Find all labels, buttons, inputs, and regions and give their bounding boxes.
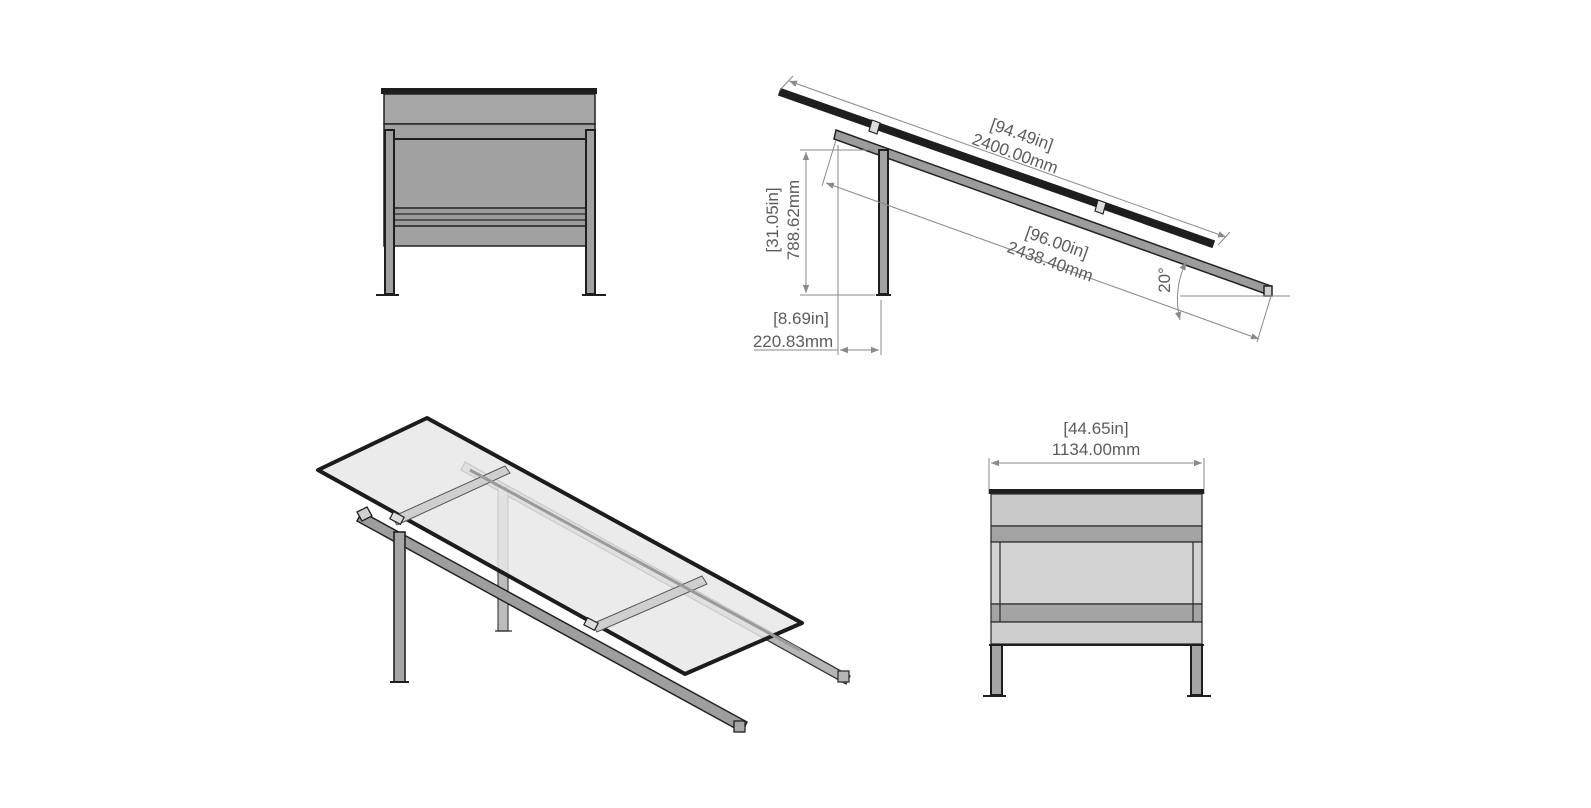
side-view: [94.49in] 2400.00mm [96.00in] 2438.40mm … [753, 75, 1290, 355]
panel-width-mm: 1134.00mm [1052, 440, 1141, 459]
side-rail-end-cap [1263, 285, 1273, 297]
front-panel-top-edge [381, 88, 597, 94]
leg-offset-inch: [8.69in] [773, 309, 829, 328]
rear-right-leg [1190, 644, 1203, 696]
rear-panel-upper-band [990, 493, 1203, 527]
iso-glass-panel [316, 416, 804, 676]
front-left-leg [384, 129, 395, 295]
rear-view: [44.65in] 1134.00mm [983, 419, 1211, 697]
iso-crossbar-upper [391, 465, 511, 526]
iso-clamp-1 [389, 510, 405, 526]
front-crossbar-mid [390, 207, 589, 227]
iso-front-rail-end [356, 506, 373, 522]
rear-panel-body [990, 541, 1203, 605]
iso-front-rail-cap [733, 720, 746, 733]
rear-panel-bottom [990, 621, 1203, 645]
leg-offset-mm: 220.83mm [753, 332, 833, 351]
panel-width-inch: [44.65in] [1063, 419, 1128, 438]
tilt-angle-label: 20° [1155, 267, 1174, 293]
rear-crossbar-upper [990, 525, 1203, 543]
iso-front-leg [393, 531, 406, 683]
front-panel-body [383, 123, 596, 247]
front-right-leg [585, 129, 596, 295]
rear-crossbar-lower [990, 603, 1203, 623]
rear-panel-top-edge [989, 489, 1204, 494]
front-view [376, 88, 606, 296]
side-front-leg [878, 149, 889, 295]
front-panel-upper-band [383, 93, 596, 125]
isometric-view [316, 416, 851, 734]
iso-inner-rail [469, 468, 801, 652]
iso-clamp-2 [583, 616, 599, 632]
leg-height-mm: 788.62mm [784, 180, 803, 260]
angle-arc [1174, 261, 1187, 321]
rail-length-dimension-line [825, 182, 1260, 340]
iso-back-rail-cap [837, 670, 850, 683]
rear-left-leg [990, 644, 1003, 696]
leg-height-inch: [31.05in] [763, 187, 782, 252]
